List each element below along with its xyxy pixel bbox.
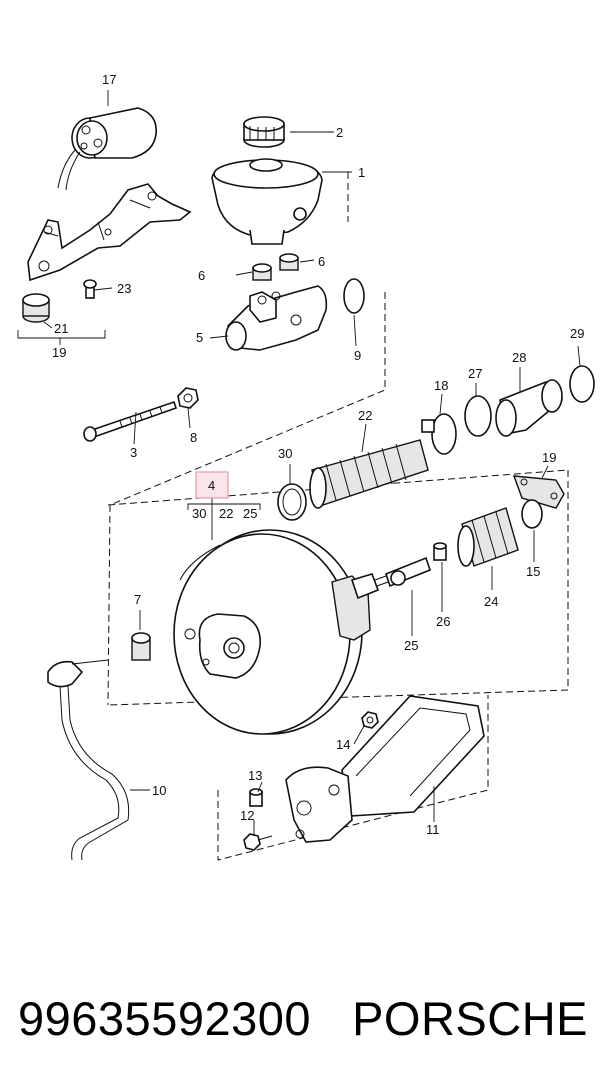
callout-8: 8	[190, 430, 197, 445]
part-22-bellows	[309, 439, 429, 509]
part-7-grommet	[131, 632, 151, 661]
part-25-pushrod	[363, 556, 431, 591]
part-18-clamp	[421, 413, 457, 455]
callout-26: 26	[436, 614, 450, 629]
part-13-nut	[249, 788, 263, 807]
callout-27: 27	[468, 366, 482, 381]
callout-29: 29	[570, 326, 584, 341]
part-21-grommet	[22, 293, 50, 323]
brand-name: PORSCHE	[352, 991, 588, 1045]
part-9-o-ring	[343, 278, 365, 314]
callout-24: 24	[484, 594, 498, 609]
part-6-seal-right	[279, 253, 299, 271]
callout-6-left: 6	[198, 268, 205, 283]
part-12-screw	[243, 833, 273, 851]
part-19-gasket	[512, 475, 565, 509]
part-30-clamp	[277, 483, 307, 521]
callout-13: 13	[248, 768, 262, 783]
part-15-ring	[521, 499, 543, 529]
part-17-sensor	[57, 107, 157, 191]
leader-19-bracket	[17, 330, 106, 345]
part-5-master-cylinder	[225, 285, 328, 351]
callout-19-right: 19	[542, 450, 556, 465]
part-24-boot	[457, 507, 519, 567]
callout-4-highlight	[195, 471, 229, 499]
part-4-brake-booster	[173, 529, 380, 735]
part-8-nut	[177, 387, 199, 409]
callout-23: 23	[117, 281, 131, 296]
leader-lines	[43, 90, 581, 836]
part-3-bolt	[83, 400, 178, 442]
part-19-bracket	[27, 183, 192, 282]
callout-6-right: 6	[318, 254, 325, 269]
callout-10: 10	[152, 783, 166, 798]
part-number: 99635592300	[18, 991, 312, 1045]
part-11-pedal-bracket	[285, 695, 485, 843]
callout-11: 11	[426, 822, 440, 837]
callout-28: 28	[512, 350, 526, 365]
callout-7: 7	[134, 592, 141, 607]
callout-30: 30	[278, 446, 292, 461]
sub-callout-22: 22	[219, 506, 233, 521]
part-29-ring	[569, 365, 595, 403]
callout-9: 9	[354, 348, 361, 363]
callout-22: 22	[358, 408, 372, 423]
callout-18: 18	[434, 378, 448, 393]
part-caption: 99635592300 PORSCHE	[18, 978, 588, 1058]
part-27-ring	[464, 395, 492, 437]
assembly-outline-master-cylinder	[107, 172, 386, 706]
sub-callout-30: 30	[192, 506, 206, 521]
part-2-reservoir-cap	[243, 116, 285, 148]
part-1-reservoir	[211, 158, 323, 245]
callout-5: 5	[196, 330, 203, 345]
brake-booster-exploded-diagram: 17 2 1 6 6 23 21 5 19 9 29 28 18 27 22 8…	[17, 72, 595, 861]
callout-17: 17	[102, 72, 116, 87]
callout-15: 15	[526, 564, 540, 579]
bracket-4-subparts	[187, 503, 261, 510]
part-26-nut	[433, 542, 447, 561]
assembly-outline-booster	[107, 469, 569, 706]
assembly-outline-bracket	[217, 695, 489, 861]
callout-21: 21	[54, 321, 68, 336]
callout-1: 1	[358, 165, 365, 180]
part-28-elbow	[495, 379, 563, 437]
callout-25: 25	[404, 638, 418, 653]
callout-4: 4	[208, 478, 215, 493]
part-10-vacuum-hose	[47, 660, 130, 861]
callout-12: 12	[240, 808, 254, 823]
sub-callout-25: 25	[243, 506, 257, 521]
callout-3: 3	[130, 445, 137, 460]
part-14-nut	[361, 711, 379, 729]
callout-14: 14	[336, 737, 350, 752]
part-23-screw	[83, 279, 97, 299]
callout-2: 2	[336, 125, 343, 140]
part-6-seal-left	[252, 263, 272, 281]
callout-19-left: 19	[52, 345, 66, 360]
